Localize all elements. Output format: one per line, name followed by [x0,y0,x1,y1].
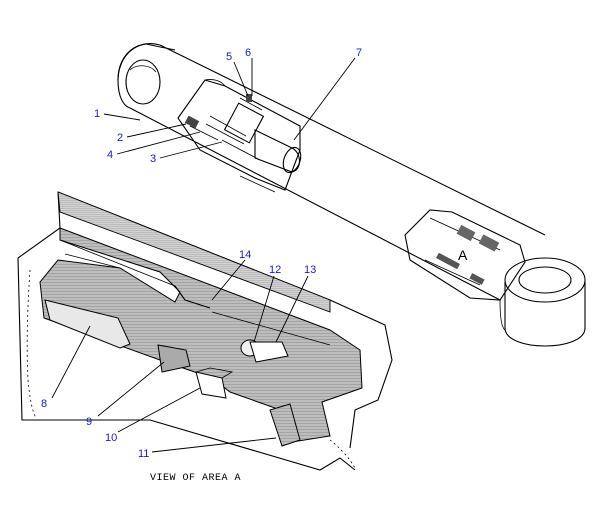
cylinder-assembly [117,43,586,347]
callout-9: 9 [86,416,92,428]
head-end-cylinder [504,257,586,303]
set-screw [246,94,252,102]
head-nut [223,102,265,144]
rod-eye-hole [125,59,161,105]
callout-10: 10 [105,432,117,444]
ring-part-9 [157,344,191,373]
callout-1: 1 [94,108,100,120]
callout-5: 5 [226,51,232,63]
block-part-10 [195,371,227,399]
callout-labels: 1 2 3 4 5 6 7 8 9 10 11 12 13 14 [41,47,362,460]
piston [254,129,301,173]
callout-7: 7 [356,47,362,59]
seal [184,115,200,129]
view-caption: VIEW OF AREA A [150,473,241,484]
callout-14: 14 [239,249,251,261]
callout-4: 4 [107,149,113,161]
callout-11: 11 [138,448,149,460]
callout-8: 8 [41,398,47,410]
callout-2: 2 [117,132,123,144]
wedge-part-13 [249,341,289,363]
detail-view-area-a [17,191,393,471]
callout-13: 13 [304,264,316,276]
callout-3: 3 [150,153,156,165]
leader-lines [51,57,356,453]
area-marker: A [458,247,468,263]
rod-part-8 [44,299,131,349]
callout-12: 12 [269,264,281,276]
callout-6: 6 [245,47,251,59]
